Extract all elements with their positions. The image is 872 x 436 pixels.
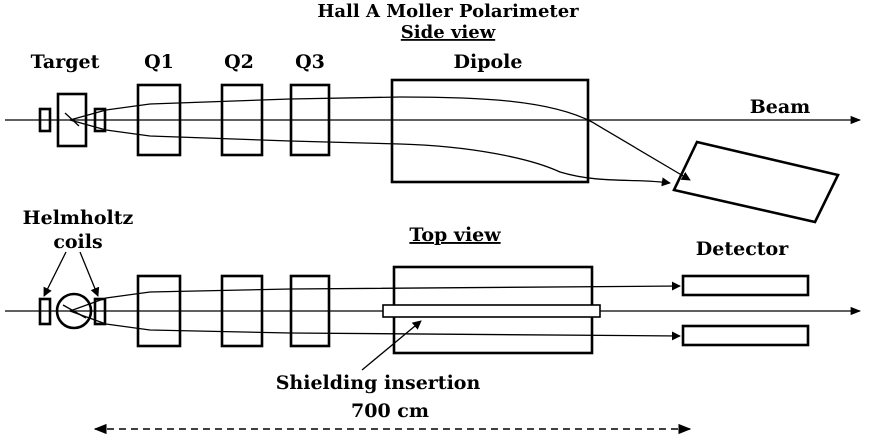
side-helmholtz-coil-right	[93, 107, 107, 133]
top-q3-magnet	[289, 274, 331, 348]
top-trajectory-upper	[69, 281, 681, 312]
helmholtz-pointer-left	[43, 251, 67, 297]
diagram-title: Hall A Moller Polarimeter	[317, 1, 579, 22]
side-helmholtz-coil-left	[38, 107, 52, 133]
shielding-insertion	[382, 304, 601, 318]
side-target-chamber	[56, 92, 88, 148]
top-detector-upper	[681, 274, 810, 297]
top-helmholtz-coil-left	[38, 297, 52, 326]
top-q2-magnet	[220, 274, 264, 348]
top-helmholtz-coil-right	[93, 297, 107, 326]
helmholtz-label-line1: Helmholtz	[23, 207, 134, 229]
side-view-heading: Side view	[401, 22, 496, 43]
side-dipole-magnet	[390, 78, 590, 184]
q2-label: Q2	[224, 51, 254, 73]
top-view-heading: Top view	[409, 224, 501, 246]
side-q3-magnet	[289, 83, 331, 157]
side-q1-magnet	[136, 83, 182, 157]
side-q2-magnet	[220, 83, 264, 157]
top-detector-lower	[681, 324, 810, 347]
helmholtz-label-line2: coils	[53, 231, 102, 253]
side-view	[5, 78, 862, 224]
q3-label: Q3	[295, 51, 325, 73]
top-trajectory-lower	[69, 310, 681, 341]
dipole-label: Dipole	[454, 51, 523, 73]
target-label: Target	[31, 51, 100, 73]
scale-label: 700 cm	[351, 400, 429, 422]
q1-label: Q1	[144, 51, 174, 73]
top-view	[5, 251, 862, 371]
helmholtz-pointer-right	[79, 251, 100, 297]
shielding-pointer	[361, 320, 422, 371]
side-detector	[672, 140, 840, 224]
shielding-label: Shielding insertion	[276, 372, 481, 394]
top-q1-magnet	[136, 274, 182, 348]
detector-label: Detector	[696, 238, 789, 260]
side-trajectory-upper	[69, 96, 691, 181]
beam-label: Beam	[750, 96, 811, 118]
side-trajectory-lower	[69, 119, 671, 187]
top-target-chamber	[55, 292, 93, 330]
